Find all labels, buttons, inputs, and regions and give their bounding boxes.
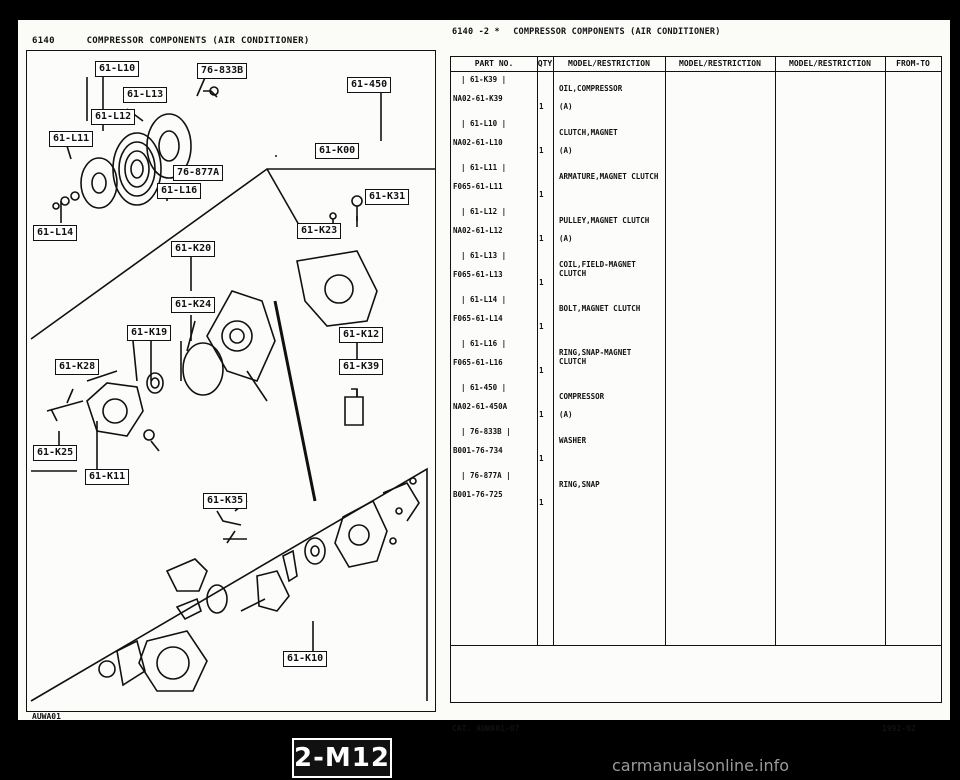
left-section-title: COMPRESSOR COMPONENTS (AIR CONDITIONER): [86, 36, 310, 46]
table-header: PART NO. QTY MODEL/RESTRICTION MODEL/RES…: [451, 57, 941, 72]
right-page-header: 6140 -2 * COMPRESSOR COMPONENTS (AIR CON…: [452, 27, 721, 37]
part-ref-box: | 76-833B |: [461, 427, 511, 436]
part-restriction: (A): [559, 146, 573, 155]
callout-61-K12: 61-K12: [339, 327, 384, 343]
callout-61-K28: 61-K28: [55, 359, 100, 375]
right-section-title: COMPRESSOR COMPONENTS (AIR CONDITIONER): [513, 27, 721, 37]
catalog-date: 1992-02: [882, 724, 916, 733]
callout-76-877A: 76-877A: [173, 165, 224, 181]
valve-plate-drawing: [165, 558, 208, 592]
part-number: F065-61-L14: [453, 314, 503, 323]
callout-61-K24: 61-K24: [171, 297, 216, 313]
part-ref-box: | 61-L12 |: [461, 207, 507, 216]
catalog-number: CAT. AUWA01-07: [452, 724, 520, 733]
part-description: COMPRESSOR: [559, 392, 605, 401]
part-ref-box: | 61-450 |: [461, 383, 507, 392]
callout-61-K23: 61-K23: [297, 223, 342, 239]
part-qty: 1: [539, 234, 544, 243]
callout-61-K00: 61-K00: [315, 143, 360, 159]
front-head-drawing: [334, 499, 388, 568]
compressor-housing-drawing: [206, 290, 276, 382]
part-ref-box: | 61-K39 |: [461, 75, 507, 84]
part-qty: 1: [539, 278, 544, 287]
page-number-badge: 2-M12: [292, 738, 392, 778]
part-description: ARMATURE,MAGNET CLUTCH: [559, 172, 659, 181]
col-model-2: MODEL/RESTRICTION: [665, 57, 776, 71]
col-model-1: MODEL/RESTRICTION: [553, 57, 666, 71]
callout-61-K10: 61-K10: [283, 651, 328, 667]
pulley-drawing: [112, 132, 162, 206]
part-description: RING,SNAP-MAGNET CLUTCH: [559, 348, 632, 366]
parts-table: PART NO. QTY MODEL/RESTRICTION MODEL/RES…: [450, 56, 942, 703]
col-part-no: PART NO.: [451, 57, 538, 71]
part-qty: 1: [539, 454, 544, 463]
part-description: COIL,FIELD-MAGNET CLUTCH: [559, 260, 636, 278]
col-model-3: MODEL/RESTRICTION: [775, 57, 886, 71]
part-number: B001-76-725: [453, 490, 503, 499]
part-number: F065-61-L13: [453, 270, 503, 279]
part-ref-box: | 61-L16 |: [461, 339, 507, 348]
part-description: WASHER: [559, 436, 587, 445]
callout-61-450: 61-450: [347, 77, 392, 93]
cylinder-block-drawing: [86, 382, 144, 437]
left-section-code: 6140: [32, 36, 55, 46]
part-description: BOLT,MAGNET CLUTCH: [559, 304, 641, 313]
callout-61-L16: 61-L16: [157, 183, 202, 199]
callout-61-K39: 61-K39: [339, 359, 384, 375]
left-page-header: 6140 COMPRESSOR COMPONENTS (AIR CONDITIO…: [32, 36, 310, 46]
callout-61-K25: 61-K25: [33, 445, 78, 461]
part-ref-box: | 61-L11 |: [461, 163, 507, 172]
part-qty: 1: [539, 366, 544, 375]
callout-61-L10: 61-L10: [95, 61, 140, 77]
part-number: F065-61-L16: [453, 358, 503, 367]
left-footer-code: AUWA01: [32, 712, 61, 721]
part-number: NA02-61-L12: [453, 226, 503, 235]
right-section-code: 6140 -2 *: [452, 27, 500, 37]
part-qty: 1: [539, 102, 544, 111]
part-description: PULLEY,MAGNET CLUTCH: [559, 216, 650, 225]
callout-61-K35: 61-K35: [203, 493, 248, 509]
part-ref-box: | 61-L13 |: [461, 251, 507, 260]
armature-drawing: [80, 157, 118, 209]
part-qty: 1: [539, 498, 544, 507]
part-restriction: (A): [559, 234, 573, 243]
part-description: CLUTCH,MAGNET: [559, 128, 618, 137]
callout-61-L14: 61-L14: [33, 225, 78, 241]
parts-illustration: [30, 72, 435, 702]
part-qty: 1: [539, 410, 544, 419]
callout-61-K20: 61-K20: [171, 241, 216, 257]
part-number: B001-76-734: [453, 446, 503, 455]
part-number: NA02-61-450A: [453, 402, 508, 411]
part-number: NA02-61-L10: [453, 138, 503, 147]
part-qty: 1: [539, 146, 544, 155]
callout-61-K19: 61-K19: [127, 325, 172, 341]
part-restriction: (A): [559, 410, 573, 419]
part-qty: 1: [539, 322, 544, 331]
col-qty: QTY: [537, 57, 554, 71]
rear-housing-drawing: [138, 630, 208, 692]
oil-bottle-drawing: [344, 396, 364, 426]
part-ref-box: | 61-L10 |: [461, 119, 507, 128]
part-qty: 1: [539, 190, 544, 199]
callout-61-L11: 61-L11: [49, 131, 94, 147]
callout-61-L13: 61-L13: [123, 87, 168, 103]
part-description: OIL,COMPRESSOR: [559, 84, 623, 93]
part-ref-box: | 61-L14 |: [461, 295, 507, 304]
gasket-drawing: [182, 342, 224, 396]
watermark-text: carmanualsonline.info: [612, 756, 790, 775]
callout-61-K31: 61-K31: [365, 189, 410, 205]
exploded-parts-diagram: 61-L10 76-833B 61-L13 61-450 61-L12 61-L…: [26, 50, 436, 712]
callout-61-K11: 61-K11: [85, 469, 130, 485]
callout-61-L12: 61-L12: [91, 109, 136, 125]
part-ref-box: | 76-877A |: [461, 471, 511, 480]
part-number: F065-61-L11: [453, 182, 503, 191]
part-number: NA02-61-K39: [453, 94, 503, 103]
callout-76-833B: 76-833B: [197, 63, 248, 79]
col-from-to: FROM-TO: [896, 59, 930, 68]
part-restriction: (A): [559, 102, 573, 111]
part-description: RING,SNAP: [559, 480, 600, 489]
